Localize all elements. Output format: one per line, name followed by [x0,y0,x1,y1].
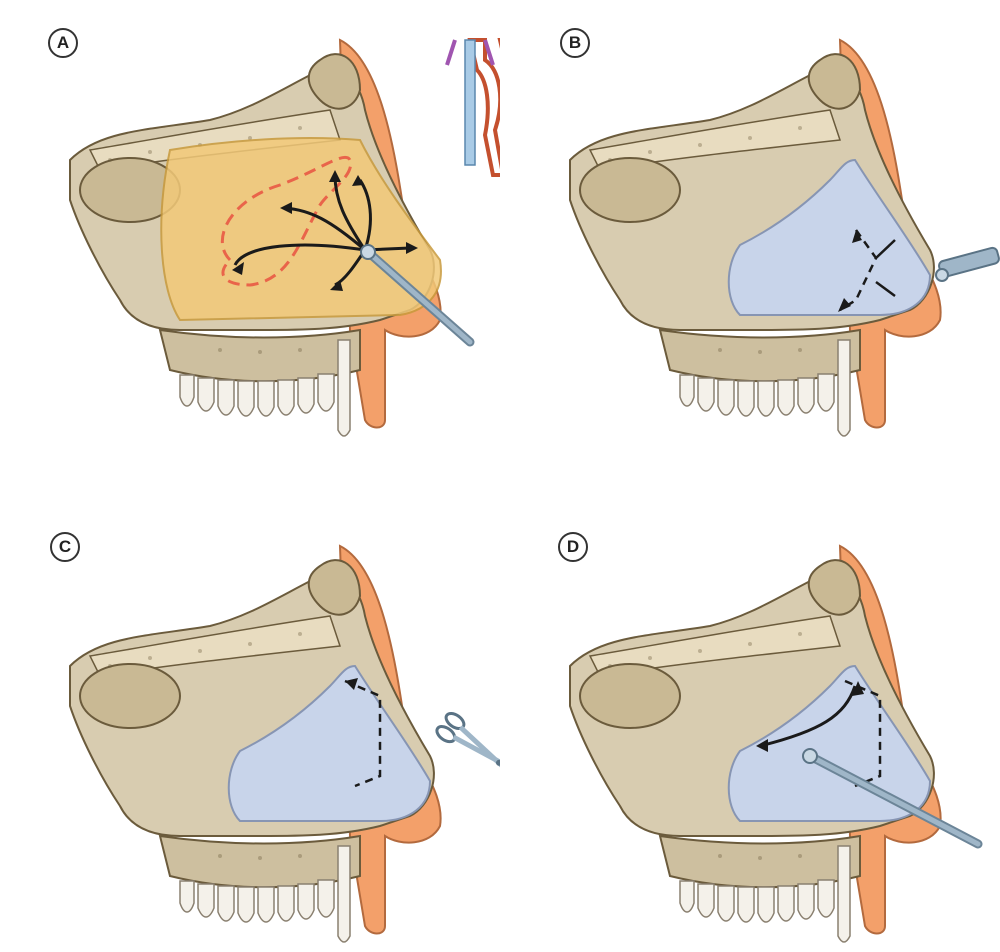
dissection-arrow [759,685,857,748]
panel-b: B [500,0,1000,476]
panel-label-b: B [560,28,590,58]
scissors-icon [435,711,500,800]
exposed-cartilage [727,158,932,316]
panel-d-illustration [569,545,983,943]
elevator-instrument-icon [935,246,1000,282]
panel-c: C [0,476,500,952]
panel-label-c: C [50,532,80,562]
speculum-cross-section-icon [445,38,500,177]
panel-b-illustration [569,39,1000,437]
septal-cartilage-region [160,137,442,322]
incision-line [844,679,882,788]
panel-label-a: A [48,28,78,58]
incision-outline [220,155,353,287]
panel-label-d: D [558,532,588,562]
incision-line [344,679,382,788]
elevator-instrument-icon [802,748,983,849]
panel-d: D [500,476,1000,952]
panel-c-illustration [69,545,500,943]
panel-a-illustration [69,38,500,437]
elevator-instrument-icon [360,244,475,347]
panel-a: A [0,0,500,476]
